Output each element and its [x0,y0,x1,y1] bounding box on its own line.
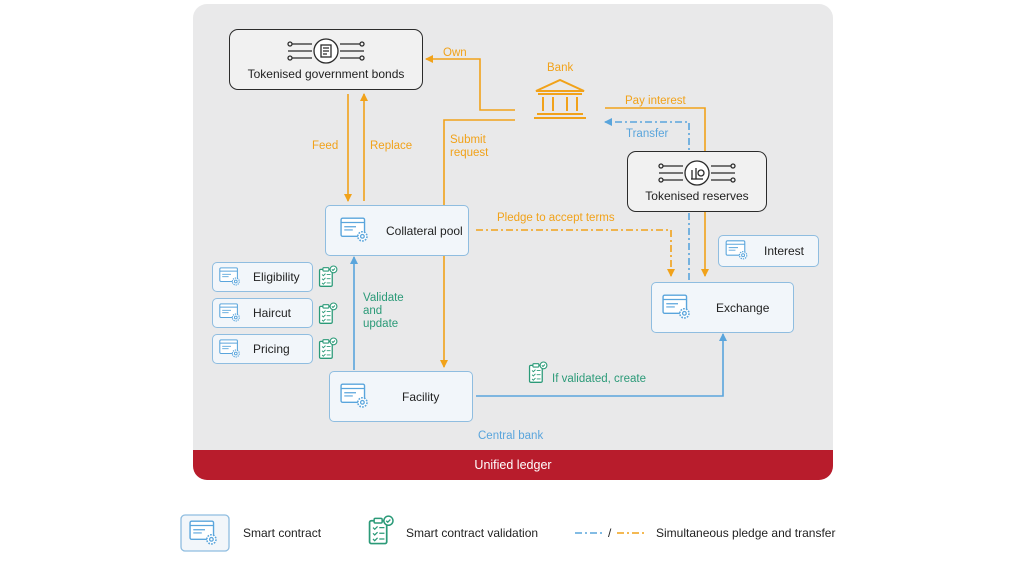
tokenised-government-bonds-node: Tokenised government bonds [229,29,423,90]
connector-lines [344,55,727,397]
bank-label: Bank [547,62,574,74]
pricing-node: Pricing [212,334,313,364]
central-bank-label: Central bank [478,430,544,442]
haircut-node: Haircut [212,298,313,328]
tokenised-reserves-node: Tokenised reserves [627,151,767,212]
if-validated-label: If validated, create [552,373,646,385]
smart-contract-icon [219,267,243,288]
own-label: Own [443,47,467,59]
smart-contract-icon [725,240,751,262]
interest-label: Interest [764,244,805,258]
reserves-label: Tokenised reserves [645,189,749,203]
facility-node: Facility [329,371,473,422]
haircut-label: Haircut [253,306,292,320]
smart-contract-icon [219,339,243,360]
bonds-label: Tokenised government bonds [247,67,405,81]
replace-label: Replace [370,140,413,152]
legend-validation-label: Smart contract validation [406,526,539,540]
blue-dash-legend-line [575,532,605,534]
validation-icon [317,302,339,326]
pricing-label: Pricing [253,342,290,356]
interest-node: Interest [718,235,819,267]
smart-contract-icon [219,303,243,324]
smart-contract-icon [340,217,372,245]
smart-contract-icon [662,294,694,322]
circuit-reserves-icon [658,160,736,186]
arrow-own [425,55,515,111]
orange-dash-legend-line [617,532,647,534]
validation-icon [317,265,339,289]
smart-contract-legend-icon [180,514,230,552]
eligibility-node: Eligibility [212,262,313,292]
circuit-document-icon [287,38,365,64]
pay-interest-label: Pay interest [625,95,686,107]
validation-legend-icon [366,515,396,547]
facility-label: Facility [402,389,440,404]
exchange-label: Exchange [716,300,770,315]
pledge-label: Pledge to accept terms [497,212,615,224]
arrow-transfer [604,118,690,280]
arrow-if-validated [476,333,727,397]
feed-label: Feed [312,140,339,152]
validation-icon [527,361,549,385]
legend-separator: / [608,526,612,540]
exchange-node: Exchange [651,282,794,333]
collateral-pool-node: Collateral pool [325,205,469,256]
validate-label: Validate and update [363,292,404,330]
diagram-panel: Tokenised government bonds Bank Own Pay … [193,4,833,480]
eligibility-label: Eligibility [253,270,300,284]
submit-request-label: Submit request [450,134,489,159]
bank-icon [534,78,586,119]
unified-ledger-bar: Unified ledger [193,450,833,480]
arrow-submit-request [440,119,515,368]
legend-simultaneous-label: Simultaneous pledge and transfer [656,526,836,540]
arrow-pay-interest [605,107,709,277]
arrow-pledge [476,229,675,277]
validation-icon [317,337,339,361]
smart-contract-icon [340,383,372,411]
transfer-label: Transfer [626,128,669,140]
collateral-pool-label: Collateral pool [386,223,463,238]
legend-smart-contract-label: Smart contract [243,526,322,540]
